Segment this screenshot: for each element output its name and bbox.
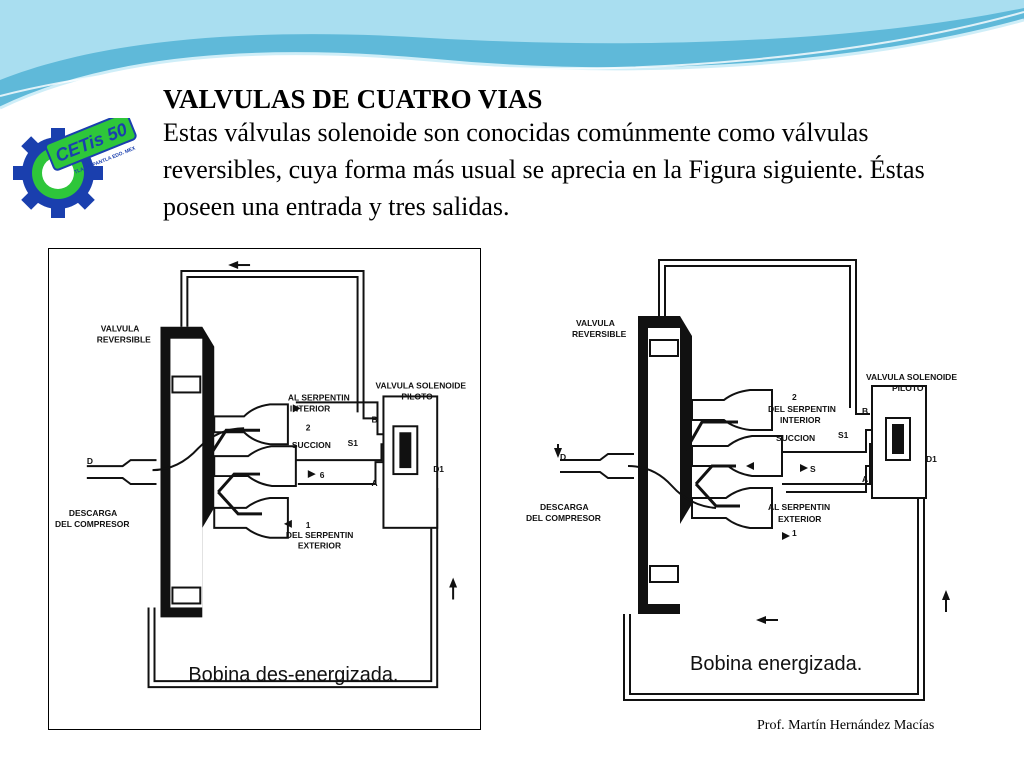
slide-text: VALVULAS DE CUATRO VIAS Estas válvulas s… — [163, 84, 1013, 225]
label-solenoid-2: PILOTO — [401, 391, 433, 401]
label-bottom-port-2: DEL SERPENTIN — [286, 530, 353, 540]
label-valve-1: VALVULA — [576, 318, 615, 328]
label-port-d1: D1 — [433, 464, 444, 474]
label-discharge-2: DEL COMPRESOR — [55, 519, 130, 529]
label-top-port-2: DEL SERPENTIN — [768, 404, 836, 414]
label-discharge-1: DESCARGA — [540, 502, 589, 512]
label-bottom-port-1: 1 — [306, 520, 311, 530]
label-port-a: A — [862, 474, 868, 484]
label-port-b: B — [862, 406, 868, 416]
label-valve-1: VALVULA — [101, 324, 140, 334]
label-solenoid-1: VALVULA SOLENOIDE — [375, 380, 466, 390]
caption-fig1: Bobina des-energizada. — [188, 664, 398, 686]
label-suction-num: S — [810, 464, 816, 474]
label-top-port-3: 2 — [306, 422, 311, 432]
label-top-port-2: INTERIOR — [290, 403, 330, 413]
label-discharge-1: DESCARGA — [69, 508, 117, 518]
label-valve-2: REVERSIBLE — [97, 335, 151, 345]
label-suction-num: 6 — [320, 470, 325, 480]
label-port-d1: D1 — [926, 454, 937, 464]
label-top-port-1: 2 — [792, 392, 797, 402]
header-wave — [0, 0, 1024, 110]
label-port-s1: S1 — [348, 438, 359, 448]
label-bottom-port-3: EXTERIOR — [298, 541, 341, 551]
label-valve-2: REVERSIBLE — [572, 329, 627, 339]
label-top-port-3: INTERIOR — [780, 415, 821, 425]
school-logo: CETis 50 TLALNEPANTLA EDO. MEX — [10, 112, 150, 223]
label-bottom-port-1: AL SERPENTIN — [768, 502, 830, 512]
author-credit: Prof. Martín Hernández Macías — [757, 718, 935, 733]
figure-coil-energized: VALVULA REVERSIBLE VALVULA SOLENOIDE PIL… — [520, 254, 1010, 716]
figure-coil-deenergized: VALVULA REVERSIBLE VALVULA SOLENOIDE PIL… — [48, 248, 481, 730]
label-port-a: A — [372, 478, 378, 488]
label-solenoid-2: PILOTO — [892, 383, 924, 393]
label-discharge-d: D — [560, 452, 566, 462]
label-suction: SUCCION — [292, 440, 331, 450]
label-solenoid-1: VALVULA SOLENOIDE — [866, 372, 957, 382]
label-discharge-2: DEL COMPRESOR — [526, 513, 601, 523]
slide-title: VALVULAS DE CUATRO VIAS — [163, 84, 543, 114]
label-bottom-port-2: EXTERIOR — [778, 514, 821, 524]
label-bottom-port-3: 1 — [792, 528, 797, 538]
label-suction: SUCCION — [776, 433, 815, 443]
label-top-port-1: AL SERPENTIN — [288, 392, 350, 402]
label-port-b: B — [372, 414, 378, 424]
label-discharge-d: D — [87, 456, 93, 466]
caption-fig2: Bobina energizada. — [690, 653, 862, 675]
label-port-s1: S1 — [838, 430, 849, 440]
slide-body: Estas válvulas solenoide son conocidas c… — [163, 118, 925, 221]
